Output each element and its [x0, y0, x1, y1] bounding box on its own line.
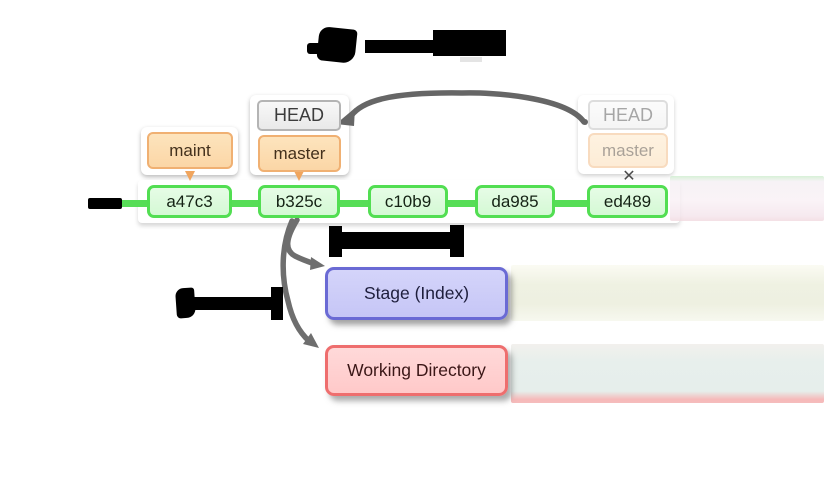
commit-id: a47c3 — [166, 191, 213, 211]
commit-da985: da985 — [475, 185, 555, 218]
redacted-step-cap — [271, 287, 283, 320]
title-smudge — [460, 57, 482, 62]
commit-id: ed489 — [603, 191, 652, 211]
working-dir-arrowhead-icon — [303, 333, 319, 348]
redacted-title-glyph-nub — [307, 43, 321, 54]
stage-row-streak — [511, 265, 824, 321]
commit-row-streak — [670, 176, 824, 221]
commit-a47c3: a47c3 — [147, 185, 232, 218]
stage-arrowhead-icon — [310, 257, 325, 270]
head-move-arrow — [348, 90, 587, 125]
branch-maint-label: maint — [169, 140, 211, 160]
branch-master-label: master — [273, 143, 326, 163]
ghost-branch-master-box: master — [588, 133, 668, 168]
head-label-box: HEAD — [257, 100, 341, 131]
working-dir-row-streak — [511, 344, 824, 403]
redacted-title-bar — [365, 40, 435, 53]
redacted-stage-note-cap-left — [329, 226, 342, 257]
ghost-head-label-box: HEAD — [588, 100, 668, 130]
redacted-step-bar — [193, 297, 278, 310]
redacted-title-block — [433, 30, 506, 56]
commit-c10b9: c10b9 — [368, 185, 448, 218]
redacted-title-glyph — [316, 26, 358, 64]
commit-ed489: ed489 — [587, 185, 668, 218]
detach-cut-icon: ✕ — [618, 166, 640, 186]
commit-to-working-dir-connector — [280, 218, 312, 344]
head-label: HEAD — [273, 105, 324, 125]
redacted-stage-note-cap-right — [450, 225, 464, 257]
branch-master-box: master — [258, 135, 341, 172]
ghost-master-label: master — [602, 140, 654, 160]
working-directory-box: Working Directory — [325, 345, 508, 396]
redacted-stage-note-bar — [340, 232, 452, 249]
stage-index-label: Stage (Index) — [363, 283, 470, 303]
commit-history-line — [104, 200, 604, 207]
stage-index-box: Stage (Index) — [325, 267, 508, 320]
commit-b325c: b325c — [258, 185, 340, 218]
commit-id: da985 — [491, 191, 539, 211]
branch-maint-box: maint — [147, 132, 233, 169]
redacted-history-start — [88, 198, 122, 209]
commit-id: c10b9 — [384, 191, 432, 211]
ghost-head-label: HEAD — [602, 104, 653, 125]
ghost-head-master-card — [578, 95, 674, 174]
working-directory-label: Working Directory — [347, 360, 486, 380]
commit-id: b325c — [275, 191, 323, 211]
commit-to-stage-connector — [285, 217, 318, 267]
